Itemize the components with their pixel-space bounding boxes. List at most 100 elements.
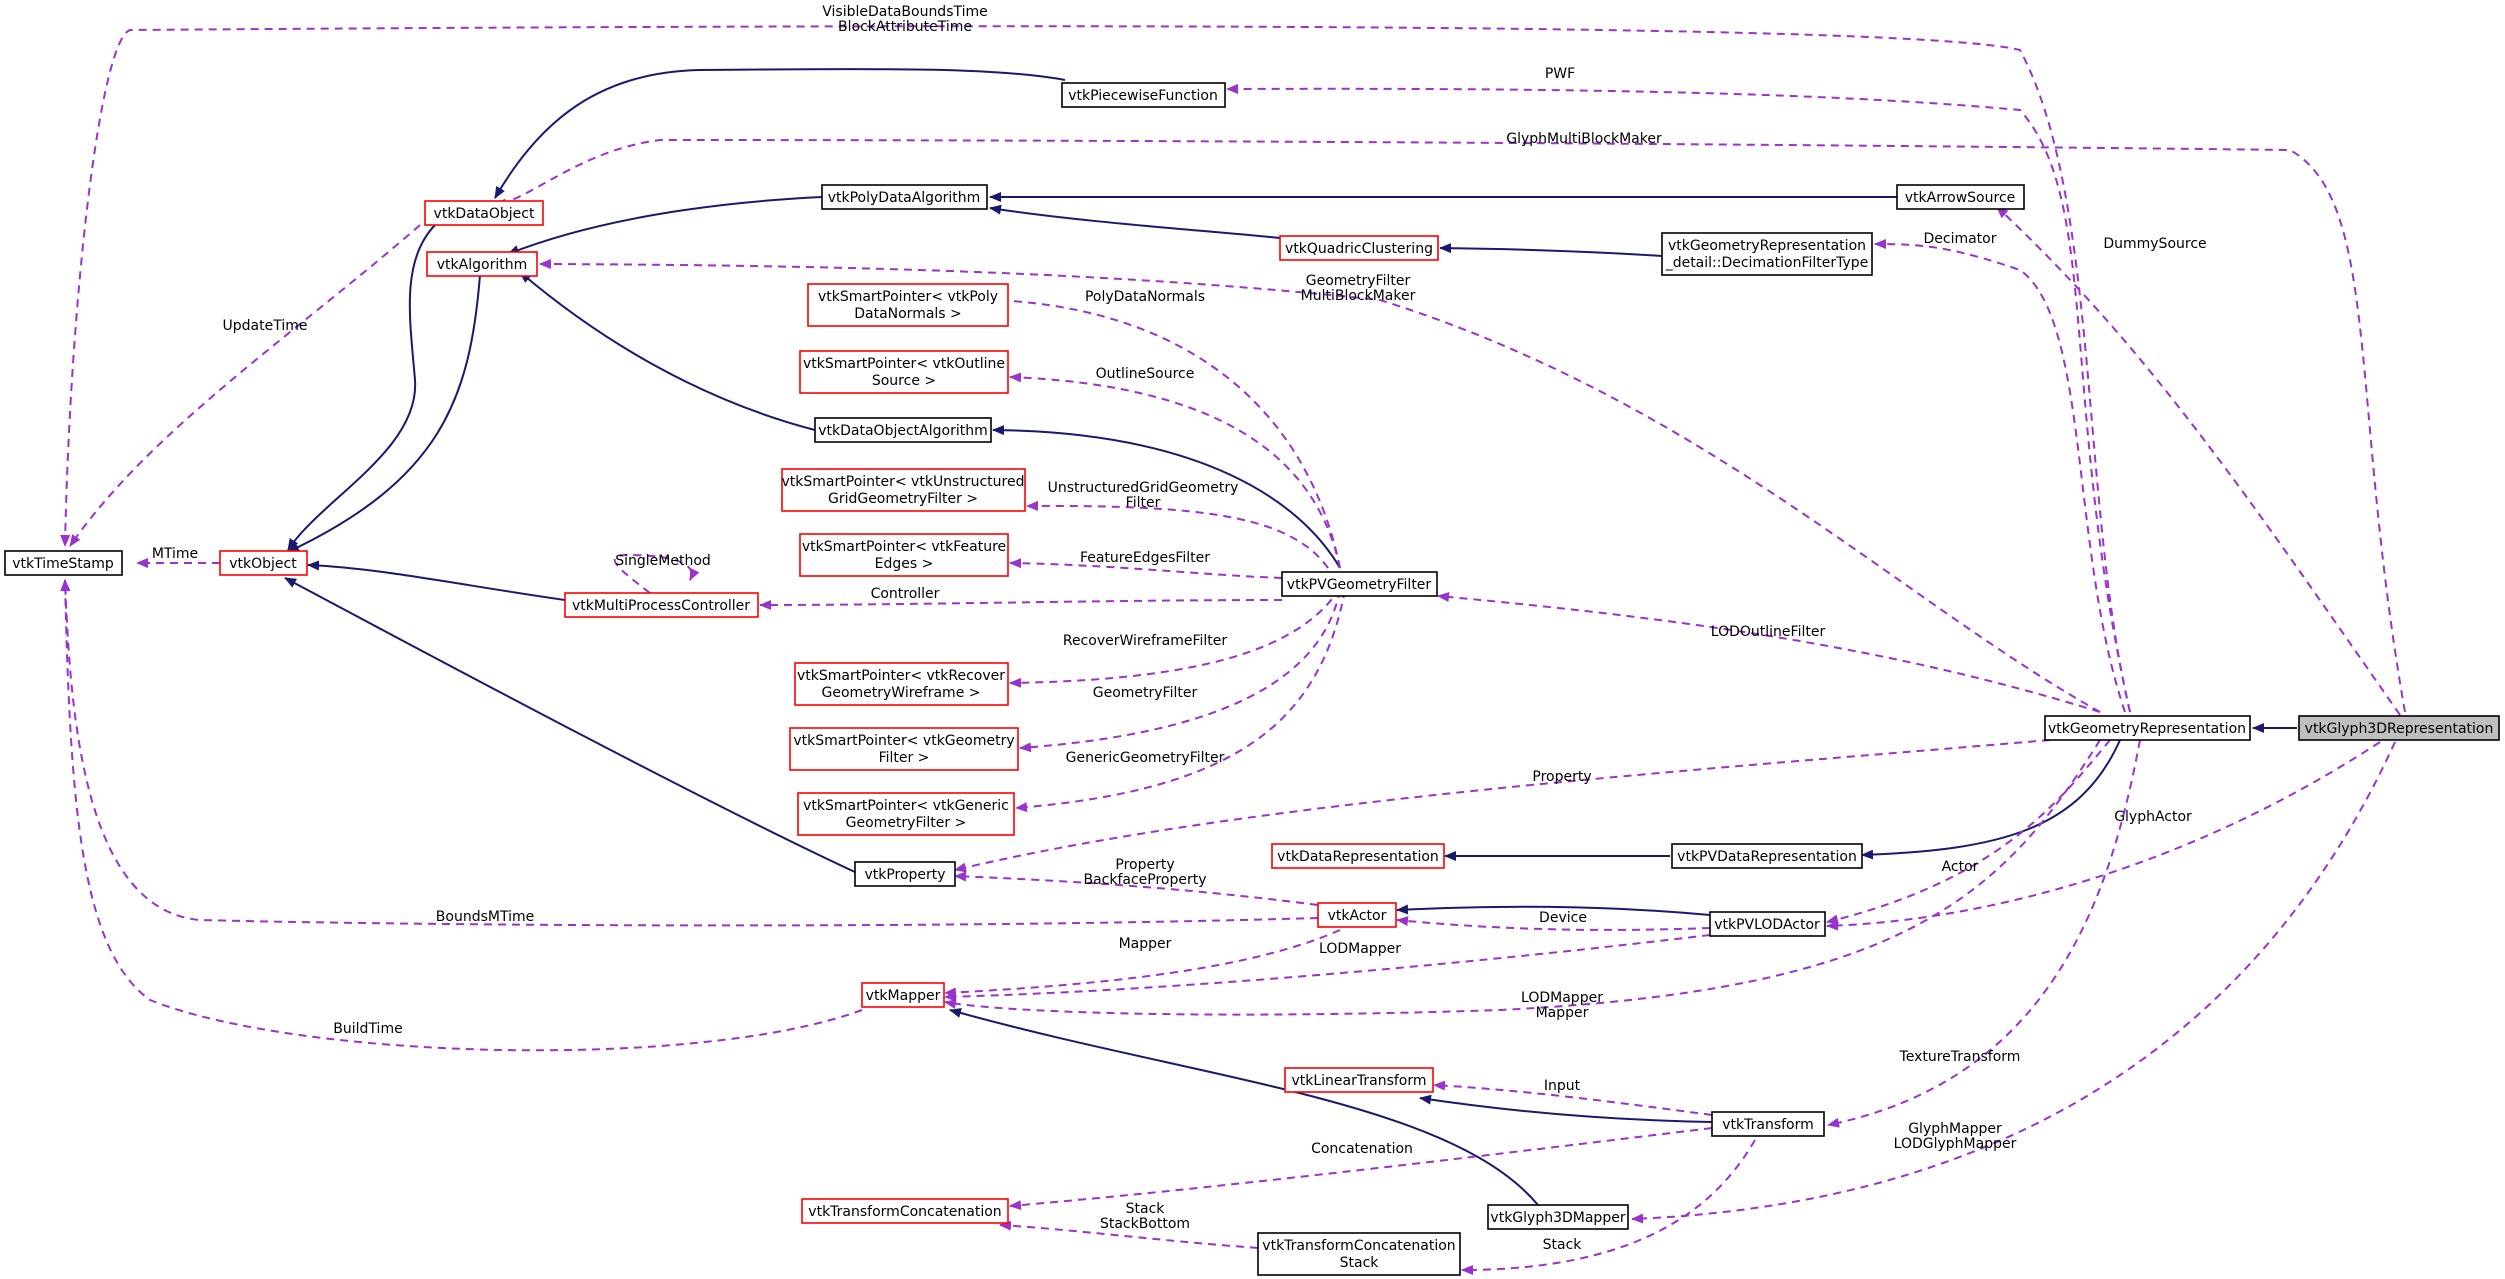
node-smartpointer-geometryfilter[interactable]: vtkSmartPointer< vtkGeometry Filter > xyxy=(789,727,1019,771)
edge-georep-algorithm xyxy=(539,259,2101,713)
node-vtk-property[interactable]: vtkProperty xyxy=(854,861,956,887)
edge-georep-piecewise xyxy=(1226,83,2131,713)
svg-text:vtkGeometryRepresentation: vtkGeometryRepresentation xyxy=(1668,238,1866,254)
edge-piecewise-dataobject xyxy=(494,68,1066,199)
edge-label-lodmapper-rep: LODMapper xyxy=(1521,990,1603,1006)
edge-label-block-attribute-time: BlockAttributeTime xyxy=(838,19,972,35)
svg-text:vtkProperty: vtkProperty xyxy=(864,867,945,883)
svg-text:vtkSmartPointer< vtkRecover: vtkSmartPointer< vtkRecover xyxy=(797,668,1005,684)
edge-pvlodactor-actor xyxy=(1396,904,1711,916)
edge-label-controller: Controller xyxy=(871,586,940,602)
edge-label-actor: Actor xyxy=(1942,859,1979,875)
node-vtk-transform-concatenation-stack[interactable]: vtkTransformConcatenation Stack xyxy=(1257,1232,1461,1276)
edge-label-dummy-source: DummySource xyxy=(2103,236,2206,252)
svg-text:vtkTransformConcatenation: vtkTransformConcatenation xyxy=(808,1204,1001,1220)
node-vtk-piecewise-function[interactable]: vtkPiecewiseFunction xyxy=(1061,82,1226,108)
node-smartpointer-featureedges[interactable]: vtkSmartPointer< vtkFeature Edges > xyxy=(799,533,1009,577)
edge-pvgeom-unstructured xyxy=(1026,500,1329,569)
node-smartpointer-recover[interactable]: vtkSmartPointer< vtkRecover GeometryWire… xyxy=(794,662,1009,706)
edge-label-glyph-mapper: GlyphMapper xyxy=(1908,1121,2002,1137)
edge-property-object xyxy=(284,577,856,873)
edge-pvgeom-outline xyxy=(1009,372,1341,569)
edge-georep-transform xyxy=(1827,739,2141,1128)
node-smartpointer-generic[interactable]: vtkSmartPointer< vtkGeneric GeometryFilt… xyxy=(797,792,1015,836)
edge-glyph3drep-glyph3dmapper xyxy=(1631,741,2396,1224)
node-vtk-pv-geometry-filter[interactable]: vtkPVGeometryFilter xyxy=(1281,571,1438,597)
svg-text:vtkActor: vtkActor xyxy=(1328,908,1387,924)
edge-label-glyph-multiblockmaker: GlyphMultiBlockMaker xyxy=(1506,131,1662,147)
node-vtk-object[interactable]: vtkObject xyxy=(219,550,308,576)
node-smartpointer-polydatanormals[interactable]: vtkSmartPointer< vtkPoly DataNormals > xyxy=(807,283,1009,327)
svg-text:vtkSmartPointer< vtkGeneric: vtkSmartPointer< vtkGeneric xyxy=(803,798,1009,814)
edge-dataobject-object xyxy=(287,223,437,551)
edge-tcstack-concatenation xyxy=(999,1220,1259,1249)
node-vtk-geometry-representation[interactable]: vtkGeometryRepresentation xyxy=(2044,715,2251,741)
node-smartpointer-unstructured[interactable]: vtkSmartPointer< vtkUnstructured GridGeo… xyxy=(781,468,1026,512)
edge-pvlodactor-mapper xyxy=(944,934,1711,1002)
svg-text:vtkGlyph3DRepresentation: vtkGlyph3DRepresentation xyxy=(2305,721,2494,737)
edge-georep-decimation xyxy=(1874,239,2126,713)
svg-text:vtkDataObject: vtkDataObject xyxy=(434,206,535,222)
node-vtk-data-object[interactable]: vtkDataObject xyxy=(424,200,544,226)
node-vtk-pv-lod-actor[interactable]: vtkPVLODActor xyxy=(1709,911,1826,937)
node-vtk-glyph3d-representation[interactable]: vtkGlyph3DRepresentation xyxy=(2298,715,2500,741)
edge-label-mapper-actor: Mapper xyxy=(1119,936,1172,952)
edge-label-stack-bottom: StackBottom xyxy=(1100,1216,1190,1232)
edge-label-backface-property: BackfaceProperty xyxy=(1083,872,1206,888)
svg-text:vtkPVGeometryFilter: vtkPVGeometryFilter xyxy=(1287,577,1432,593)
edge-label-geometry-filter-sp: GeometryFilter xyxy=(1093,685,1198,701)
node-vtk-time-stamp[interactable]: vtkTimeStamp xyxy=(4,550,123,576)
edge-algorithm-object xyxy=(287,274,481,553)
edge-decimation-quadric xyxy=(1439,243,1663,257)
node-vtk-quadric-clustering[interactable]: vtkQuadricClustering xyxy=(1279,235,1439,261)
svg-text:vtkDataRepresentation: vtkDataRepresentation xyxy=(1277,849,1439,865)
edge-pvgeom-geometry xyxy=(1019,589,1341,753)
svg-text:Edges >: Edges > xyxy=(875,556,934,572)
node-smartpointer-outlinesource[interactable]: vtkSmartPointer< vtkOutline Source > xyxy=(799,350,1009,394)
node-vtk-mapper[interactable]: vtkMapper xyxy=(861,982,945,1008)
node-vtk-algorithm[interactable]: vtkAlgorithm xyxy=(426,251,538,277)
edge-pvlodactor-actor xyxy=(1396,916,1711,931)
svg-text:Source >: Source > xyxy=(872,373,936,389)
svg-text:vtkPVLODActor: vtkPVLODActor xyxy=(1714,917,1820,933)
svg-text:vtkGlyph3DMapper: vtkGlyph3DMapper xyxy=(1490,1210,1625,1226)
node-vtk-arrow-source[interactable]: vtkArrowSource xyxy=(1896,184,2025,210)
edge-label-lodmapper-pv: LODMapper xyxy=(1319,941,1401,957)
node-vtk-poly-data-algorithm[interactable]: vtkPolyDataAlgorithm xyxy=(821,184,988,210)
svg-text:vtkAlgorithm: vtkAlgorithm xyxy=(437,257,527,273)
svg-text:vtkDataObjectAlgorithm: vtkDataObjectAlgorithm xyxy=(818,423,987,439)
svg-text:vtkLinearTransform: vtkLinearTransform xyxy=(1291,1073,1426,1089)
edge-georep-property xyxy=(954,739,2051,873)
node-vtk-pv-data-representation[interactable]: vtkPVDataRepresentation xyxy=(1671,843,1863,869)
edge-label-glyph-actor: GlyphActor xyxy=(2114,809,2192,825)
svg-text:vtkTimeStamp: vtkTimeStamp xyxy=(12,556,114,572)
node-vtk-actor[interactable]: vtkActor xyxy=(1317,902,1397,928)
edge-quadric-polyalgo xyxy=(989,204,1281,239)
svg-text:Stack: Stack xyxy=(1340,1255,1380,1271)
node-vtk-data-object-algorithm[interactable]: vtkDataObjectAlgorithm xyxy=(814,417,992,443)
svg-text:vtkSmartPointer< vtkGeometry: vtkSmartPointer< vtkGeometry xyxy=(793,733,1014,749)
edge-label-property-actor: Property xyxy=(1115,857,1174,873)
edge-label-bounds-mtime: BoundsMTime xyxy=(436,909,534,925)
edge-label-lod-outline-filter: LODOutlineFilter xyxy=(1711,624,1826,640)
svg-text:vtkSmartPointer< vtkFeature: vtkSmartPointer< vtkFeature xyxy=(802,539,1006,555)
node-vtk-geometry-representation-decimation[interactable]: vtkGeometryRepresentation _detail::Decim… xyxy=(1661,232,1873,276)
edge-label-build-time: BuildTime xyxy=(333,1021,402,1037)
node-vtk-linear-transform[interactable]: vtkLinearTransform xyxy=(1284,1067,1434,1093)
svg-text:vtkMapper: vtkMapper xyxy=(866,988,941,1004)
edge-label-property: Property xyxy=(1532,769,1591,785)
node-vtk-data-representation[interactable]: vtkDataRepresentation xyxy=(1271,843,1445,869)
svg-text:Filter >: Filter > xyxy=(879,750,930,766)
svg-text:vtkMultiProcessController: vtkMultiProcessController xyxy=(572,598,750,614)
node-vtk-glyph3d-mapper[interactable]: vtkGlyph3DMapper xyxy=(1487,1204,1629,1230)
node-vtk-transform-concatenation[interactable]: vtkTransformConcatenation xyxy=(801,1198,1009,1224)
node-vtk-multi-process-controller[interactable]: vtkMultiProcessController xyxy=(564,592,759,618)
edge-label-input: Input xyxy=(1544,1078,1581,1094)
node-vtk-transform[interactable]: vtkTransform xyxy=(1711,1111,1825,1137)
edge-label-pwf: PWF xyxy=(1545,66,1575,82)
edge-label-lod-glyph-mapper: LODGlyphMapper xyxy=(1894,1136,2017,1152)
svg-text:vtkTransformConcatenation: vtkTransformConcatenation xyxy=(1262,1238,1455,1254)
edge-label-stack: Stack xyxy=(1126,1201,1166,1217)
edge-georep-mapper xyxy=(944,739,2101,1016)
